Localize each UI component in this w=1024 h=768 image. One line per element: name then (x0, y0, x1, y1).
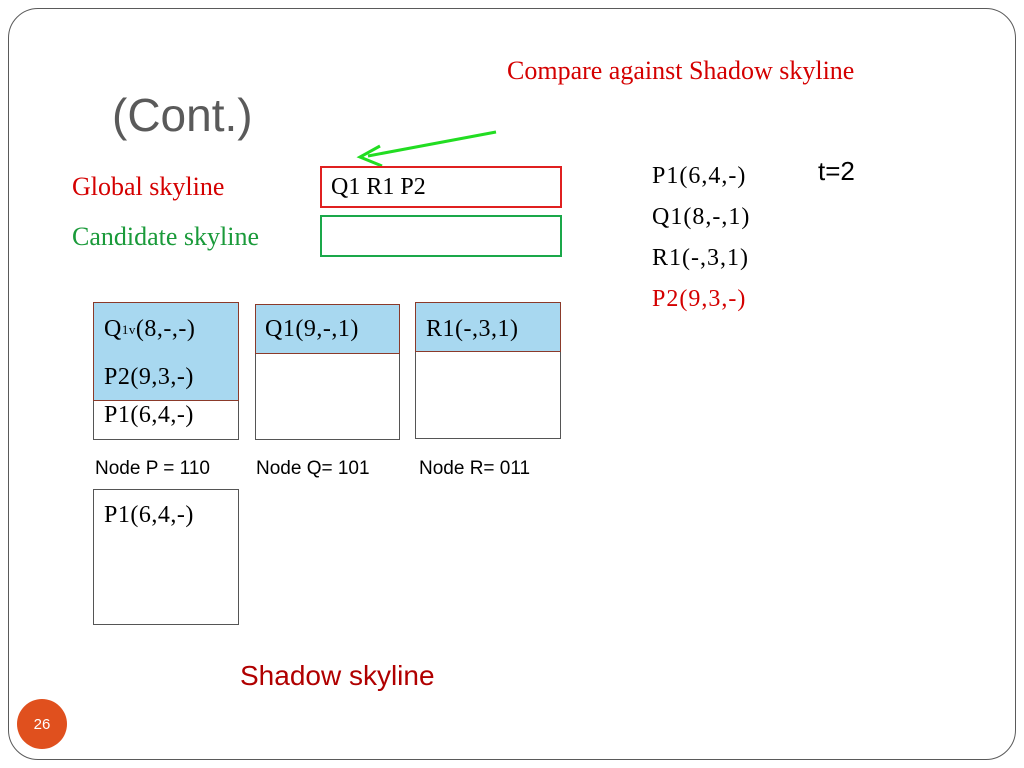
node-q-caption: Node Q= 101 (256, 458, 370, 479)
node-p-entry: Q1v(8,-,-) (104, 316, 196, 342)
point-item: R1(-,3,1) (652, 245, 749, 271)
shadow-skyline-box (93, 489, 239, 625)
node-q-highlight (255, 304, 400, 354)
node-p-highlight (93, 302, 239, 401)
global-skyline-label: Global skyline (72, 172, 225, 201)
node-p-entry: P2(9,3,-) (104, 364, 194, 390)
global-skyline-box (320, 166, 562, 208)
point-list: P1(6,4,-) Q1(8,-,1) R1(-,3,1) P2(9,3,-) (652, 156, 750, 320)
point-item: P1(6,4,-) (652, 163, 747, 189)
shadow-skyline-entry: P1(6,4,-) (104, 502, 194, 528)
node-r-highlight (415, 302, 561, 352)
compare-note: Compare against Shadow skyline (507, 56, 855, 85)
node-q-entry: Q1(9,-,1) (265, 316, 359, 342)
node-p-entry: P1(6,4,-) (104, 402, 194, 428)
point-item: Q1(8,-,1) (652, 204, 751, 230)
page-number-badge: 26 (17, 699, 67, 749)
node-p-caption: Node P = 110 (95, 458, 210, 479)
node-r-caption: Node R= 011 (419, 458, 531, 479)
point-item-highlighted: P2(9,3,-) (652, 286, 747, 312)
candidate-skyline-box (320, 215, 562, 257)
time-label: t=2 (818, 156, 855, 186)
candidate-skyline-label: Candidate skyline (72, 222, 260, 251)
shadow-skyline-label: Shadow skyline (240, 660, 435, 691)
slide-title: (Cont.) (112, 89, 253, 141)
global-skyline-contents: Q1 R1 P2 (331, 174, 426, 200)
node-r-entry: R1(-,3,1) (426, 316, 519, 342)
